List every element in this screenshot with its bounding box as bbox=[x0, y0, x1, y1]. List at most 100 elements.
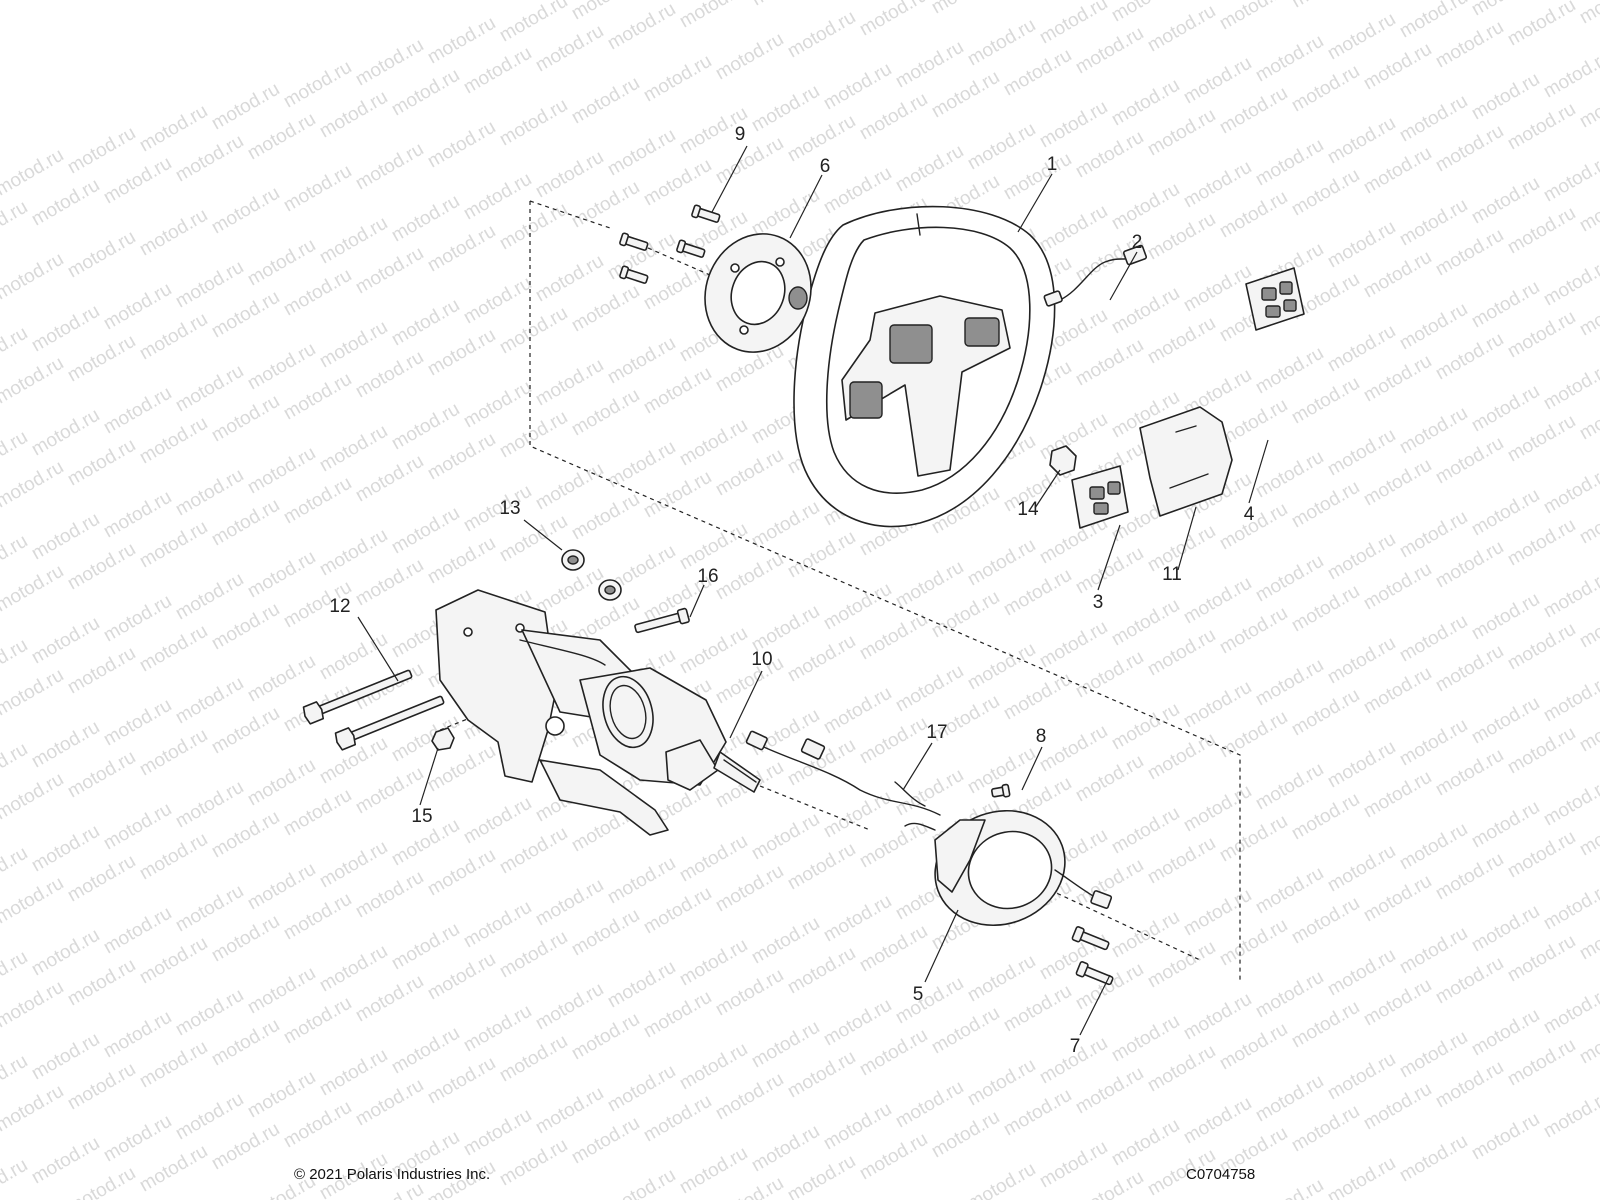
watermark-text: motod.ru bbox=[748, 809, 823, 865]
watermark-text: motod.ru bbox=[1396, 403, 1471, 459]
watermark-text: motod.ru bbox=[316, 317, 391, 373]
watermark-text: motod.ru bbox=[640, 1091, 715, 1147]
watermark-text: motod.ru bbox=[604, 853, 679, 909]
watermark-text: motod.ru bbox=[208, 911, 283, 967]
watermark-text: motod.ru bbox=[1324, 1049, 1399, 1105]
watermark-text: motod.ru bbox=[712, 1069, 787, 1125]
watermark-text: motod.ru bbox=[424, 741, 499, 797]
watermark-text: motod.ru bbox=[604, 957, 679, 1013]
watermark-text: motod.ru bbox=[1288, 373, 1363, 429]
watermark-text: motod.ru bbox=[388, 1023, 463, 1079]
watermark-text: motod.ru bbox=[172, 881, 247, 937]
watermark-text: motod.ru bbox=[1324, 217, 1399, 273]
watermark-text: motod.ru bbox=[748, 0, 823, 10]
watermark-text: motod.ru bbox=[1540, 1087, 1600, 1143]
watermark-text: motod.ru bbox=[784, 631, 859, 687]
watermark-text: motod.ru bbox=[496, 95, 571, 151]
watermark-text: motod.ru bbox=[28, 717, 103, 773]
watermark-text: motod.ru bbox=[1000, 669, 1075, 725]
watermark-text: motod.ru bbox=[208, 79, 283, 135]
watermark-text: motod.ru bbox=[1108, 595, 1183, 651]
watermark-text: motod.ru bbox=[136, 205, 211, 261]
watermark-text: motod.ru bbox=[676, 623, 751, 679]
watermark-text: motod.ru bbox=[424, 845, 499, 901]
watermark-text: motod.ru bbox=[280, 161, 355, 217]
watermark-text: motod.ru bbox=[1288, 0, 1363, 12]
watermark-text: motod.ru bbox=[1540, 983, 1600, 1039]
watermark-text: motod.ru bbox=[64, 955, 139, 1011]
watermark-text: motod.ru bbox=[1108, 179, 1183, 235]
watermark-text: motod.ru bbox=[208, 807, 283, 863]
watermark-text: motod.ru bbox=[604, 0, 679, 54]
watermark-text: motod.ru bbox=[100, 487, 175, 543]
watermark-text: motod.ru bbox=[1144, 729, 1219, 785]
watermark-text: motod.ru bbox=[1504, 411, 1579, 467]
watermark-text: motod.ru bbox=[424, 429, 499, 485]
steering-wheel bbox=[793, 205, 1056, 528]
watermark-text: motod.ru bbox=[28, 925, 103, 981]
hub-bolts bbox=[619, 204, 721, 284]
watermark-text: motod.ru bbox=[424, 221, 499, 277]
watermark-text: motod.ru bbox=[1432, 17, 1507, 73]
watermark-text: motod.ru bbox=[1072, 335, 1147, 391]
watermark-text: motod.ru bbox=[532, 355, 607, 411]
watermark-text: motod.ru bbox=[1432, 641, 1507, 697]
watermark-text: motod.ru bbox=[1324, 113, 1399, 169]
watermark-text: motod.ru bbox=[1252, 31, 1327, 87]
watermark-text: motod.ru bbox=[460, 793, 535, 849]
watermark-text: motod.ru bbox=[208, 1119, 283, 1175]
column-harness bbox=[745, 730, 941, 816]
watermark-text: motod.ru bbox=[28, 175, 103, 231]
watermark-text: motod.ru bbox=[892, 765, 967, 821]
watermark-text: motod.ru bbox=[856, 609, 931, 665]
watermark-text: motod.ru bbox=[1252, 343, 1327, 399]
watermark-text: motod.ru bbox=[784, 7, 859, 63]
watermark-text: motod.ru bbox=[1072, 1167, 1147, 1200]
watermark-text: motod.ru bbox=[352, 35, 427, 91]
copyright-notice: © 2021 Polaris Industries Inc. bbox=[294, 1166, 491, 1183]
watermark-text: motod.ru bbox=[172, 131, 247, 187]
power-steering-unit bbox=[904, 809, 1113, 927]
watermark-text: motod.ru bbox=[1432, 849, 1507, 905]
watermark-text: motod.ru bbox=[1180, 677, 1255, 733]
watermark-text: motod.ru bbox=[1504, 307, 1579, 363]
watermark-text: motod.ru bbox=[316, 525, 391, 581]
watermark-text: motod.ru bbox=[1432, 1057, 1507, 1113]
watermark-text: motod.ru bbox=[1360, 351, 1435, 407]
watermark-text: motod.ru bbox=[244, 109, 319, 165]
watermark-text: motod.ru bbox=[1180, 781, 1255, 837]
watermark-text: motod.ru bbox=[1468, 901, 1543, 957]
watermark-text: motod.ru bbox=[1504, 931, 1579, 987]
watermark-text: motod.ru bbox=[316, 421, 391, 477]
watermark-text: motod.ru bbox=[1432, 225, 1507, 281]
watermark-text: motod.ru bbox=[1144, 1041, 1219, 1097]
watermark-text: motod.ru bbox=[1324, 945, 1399, 1001]
watermark-text: motod.ru bbox=[100, 695, 175, 751]
watermark-text: motod.ru bbox=[676, 1039, 751, 1095]
watermark-text: motod.ru bbox=[352, 451, 427, 507]
watermark-text: motod.ru bbox=[964, 119, 1039, 175]
watermark-text: motod.ru bbox=[136, 725, 211, 781]
watermark-text: motod.ru bbox=[964, 1055, 1039, 1111]
watermark-text: motod.ru bbox=[388, 503, 463, 559]
watermark-text: motod.ru bbox=[532, 979, 607, 1035]
watermark-text: motod.ru bbox=[1216, 811, 1291, 867]
center-cover bbox=[1139, 406, 1233, 517]
watermark-text: motod.ru bbox=[1468, 485, 1543, 541]
watermark-text: motod.ru bbox=[1324, 9, 1399, 65]
watermark-text: motod.ru bbox=[0, 977, 67, 1033]
watermark-text: motod.ru bbox=[1036, 617, 1111, 673]
watermark-text: motod.ru bbox=[100, 591, 175, 647]
watermark-text: motod.ru bbox=[928, 67, 1003, 123]
watermark-text: motod.ru bbox=[1540, 255, 1600, 311]
watermark-text: motod.ru bbox=[352, 971, 427, 1027]
watermark-text: motod.ru bbox=[28, 821, 103, 877]
unit-bolts bbox=[1071, 926, 1114, 986]
watermark-text: motod.ru bbox=[280, 57, 355, 113]
watermark-text: motod.ru bbox=[208, 183, 283, 239]
watermark-text: motod.ru bbox=[1108, 75, 1183, 131]
watermark-text: motod.ru bbox=[352, 555, 427, 611]
watermark-text: motod.ru bbox=[1288, 61, 1363, 117]
watermark-text: motod.ru bbox=[892, 557, 967, 613]
